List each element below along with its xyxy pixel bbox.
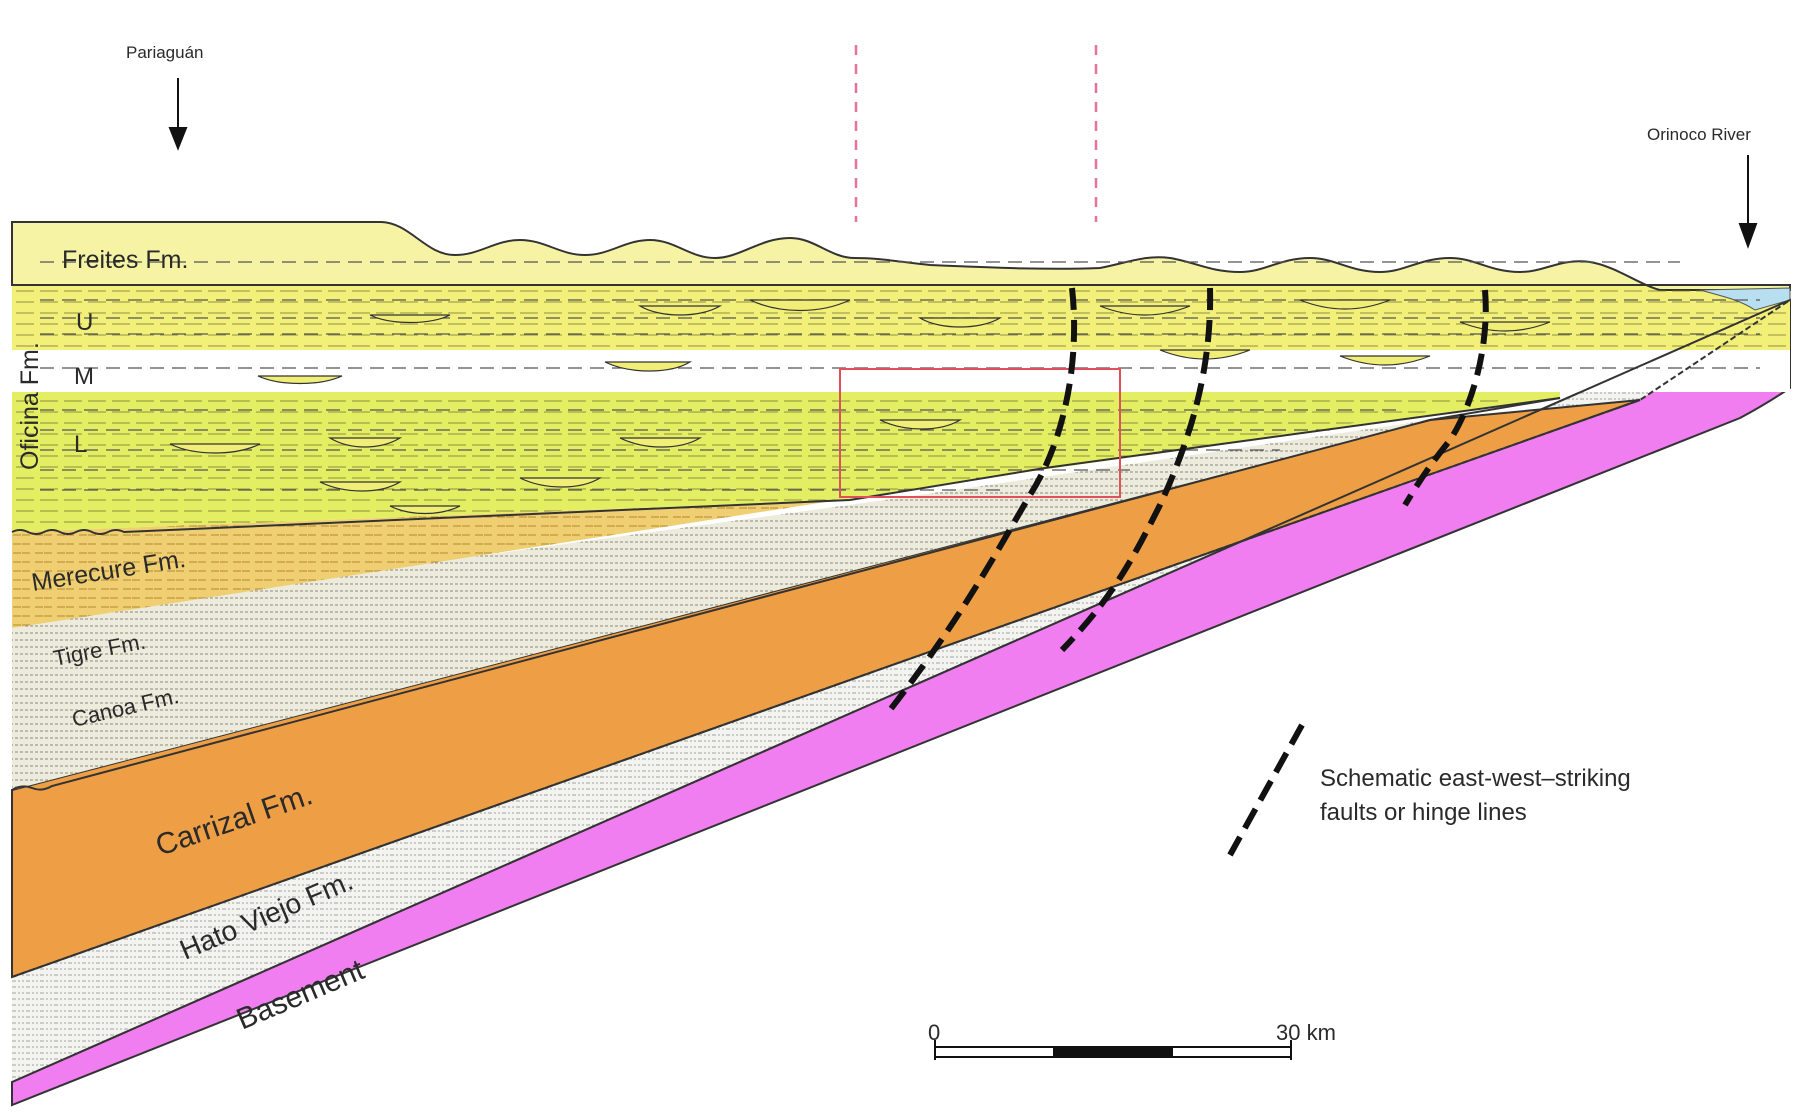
section-markers (854, 45, 1098, 222)
fault-legend-symbol (1227, 723, 1305, 857)
upper-label: U (76, 309, 93, 336)
oficina-middle-layer (12, 350, 1790, 392)
oficina-label: Oficina Fm. (16, 342, 44, 470)
merecure-pattern (12, 468, 1045, 628)
channel-lenses (169, 299, 1551, 515)
oficina-pattern (12, 285, 1790, 532)
freites-layer (11, 221, 1791, 291)
fault-legend-line1: Schematic east-west–striking (1320, 765, 1631, 792)
orinoco-arrow (1738, 155, 1758, 249)
tigre-canoa-pattern (12, 420, 1430, 790)
scale-bar: 0 30 km (928, 1020, 1336, 1060)
scale-bar-solid-segment (1054, 1047, 1172, 1057)
location-label-west: Pariaguán (126, 43, 204, 62)
fault-lines (887, 287, 1489, 712)
location-label-east: Orinoco River (1647, 125, 1751, 144)
fault-legend: Schematic east-west–striking faults or h… (1227, 723, 1631, 857)
study-area-box (839, 368, 1121, 498)
lower-label: L (74, 431, 87, 458)
middle-label: M (74, 363, 94, 390)
unconformities (11, 299, 1791, 1083)
scale-bar-start-label: 0 (928, 1020, 940, 1045)
fault-legend-line2: faults or hinge lines (1320, 799, 1527, 826)
scale-bar-end-label: 30 km (1276, 1020, 1336, 1045)
freites-label: Freites Fm. (62, 246, 188, 274)
pariaguan-arrow (168, 78, 188, 151)
